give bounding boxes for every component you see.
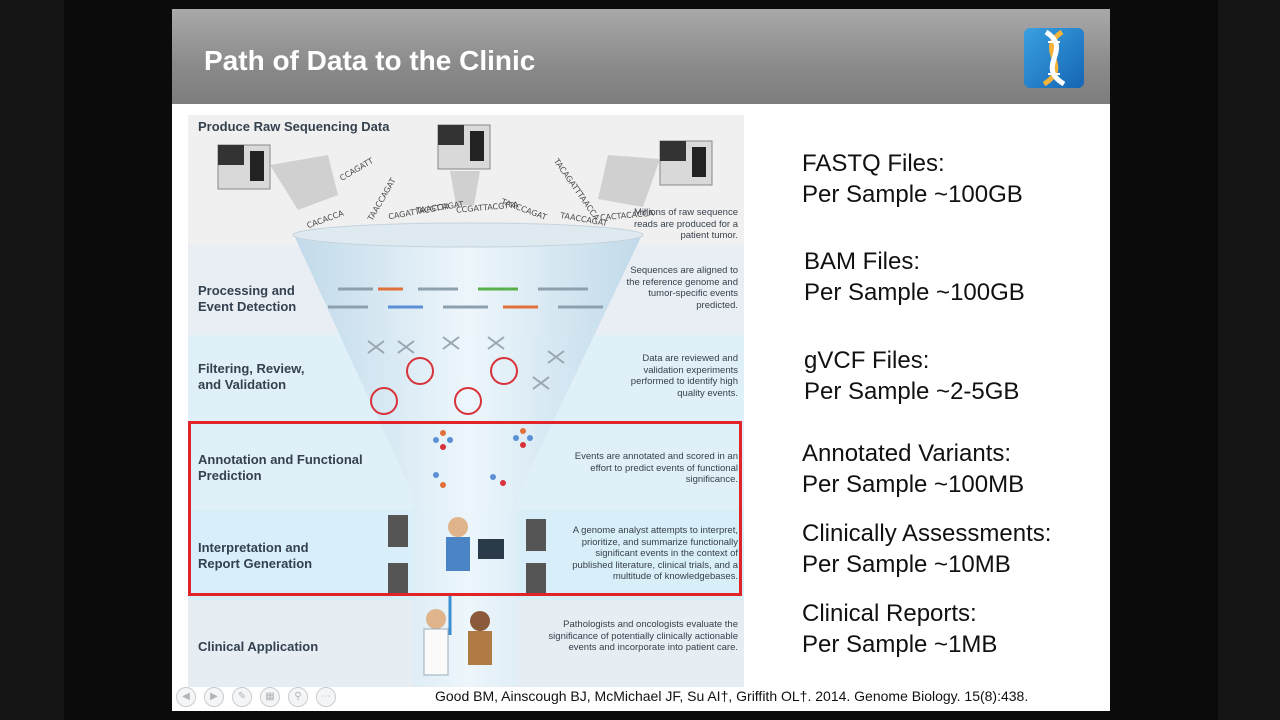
size-label: Clinical Reports: bbox=[802, 600, 977, 627]
size-clinical-assessments: Clinically Assessments: Per Sample ~10MB bbox=[802, 518, 1051, 580]
size-label: FASTQ Files: bbox=[802, 150, 945, 177]
sequencer-icon bbox=[659, 140, 713, 186]
stage-label-raw-data: Produce Raw Sequencing Data bbox=[198, 119, 390, 134]
sequencer-icon bbox=[437, 124, 491, 170]
zoom-icon[interactable]: ⚲ bbox=[288, 687, 308, 707]
size-bam: BAM Files: Per Sample ~100GB bbox=[804, 246, 1025, 308]
server-icon bbox=[388, 515, 546, 595]
stage-label-clinical: Clinical Application bbox=[198, 639, 319, 654]
size-value: Per Sample ~100GB bbox=[802, 181, 1023, 208]
stage-label-interpretation: Interpretation and Report Generation bbox=[198, 540, 313, 571]
title-bar: Path of Data to the Clinic bbox=[172, 9, 1110, 104]
size-label: gVCF Files: bbox=[804, 347, 930, 374]
presentation-slide: Path of Data to the Clinic bbox=[172, 9, 1110, 711]
stage-label-annotation: Annotation and Functional Prediction bbox=[198, 452, 363, 483]
size-label: Annotated Variants: bbox=[802, 440, 1012, 467]
size-clinical-reports: Clinical Reports: Per Sample ~1MB bbox=[802, 598, 997, 660]
left-black-margin bbox=[0, 0, 64, 720]
stage-desc-filtering: Data are reviewed and validation experim… bbox=[630, 353, 738, 399]
next-slide-icon[interactable]: ▶ bbox=[204, 687, 224, 707]
stage-label-filtering: Filtering, Review, and Validation bbox=[198, 361, 305, 392]
stage-desc-annotation: Events are annotated and scored in an ef… bbox=[574, 451, 738, 485]
dna-logo-icon bbox=[1024, 28, 1084, 88]
right-black-margin bbox=[1218, 0, 1280, 720]
citation: Good BM, Ainscough BJ, McMichael JF, Su … bbox=[435, 688, 1029, 704]
highlight-box bbox=[188, 421, 742, 596]
sequencer-icon bbox=[217, 144, 271, 190]
stage-desc-clinical: Pathologists and oncologists evaluate th… bbox=[548, 619, 738, 653]
size-value: Per Sample ~1MB bbox=[802, 631, 998, 658]
stage-label-processing: Processing and Event Detection bbox=[198, 283, 297, 314]
size-value: Per Sample ~2-5GB bbox=[804, 378, 1020, 405]
stage-desc-interpretation: A genome analyst attempts to interpret, … bbox=[572, 525, 738, 582]
pen-icon[interactable]: ✎ bbox=[232, 687, 252, 707]
size-annotated-variants: Annotated Variants: Per Sample ~100MB bbox=[802, 438, 1024, 500]
more-icon[interactable]: ⋯ bbox=[316, 687, 336, 707]
patient-icon bbox=[468, 611, 492, 665]
size-label: Clinically Assessments: bbox=[802, 520, 1052, 547]
size-value: Per Sample ~10MB bbox=[802, 551, 1011, 578]
doctor-icon bbox=[423, 609, 449, 676]
analyst-icon bbox=[446, 517, 504, 571]
stage-desc-processing: Sequences are aligned to the reference g… bbox=[626, 265, 738, 311]
previous-slide-icon[interactable]: ◀ bbox=[176, 687, 196, 707]
slides-icon[interactable]: ▦ bbox=[260, 687, 280, 707]
slide-title: Path of Data to the Clinic bbox=[204, 45, 536, 76]
size-value: Per Sample ~100MB bbox=[802, 471, 1025, 498]
size-gvcf: gVCF Files: Per Sample ~2-5GB bbox=[804, 345, 1019, 407]
size-label: BAM Files: bbox=[804, 248, 921, 275]
size-fastq: FASTQ Files: Per Sample ~100GB bbox=[802, 148, 1023, 210]
funnel-illustration bbox=[217, 124, 713, 687]
stage-desc-raw-data: Millions of raw sequence reads are produ… bbox=[633, 207, 738, 241]
size-value: Per Sample ~100GB bbox=[804, 279, 1025, 306]
data-path-diagram: Produce Raw Sequencing Data Millions of … bbox=[188, 115, 744, 687]
